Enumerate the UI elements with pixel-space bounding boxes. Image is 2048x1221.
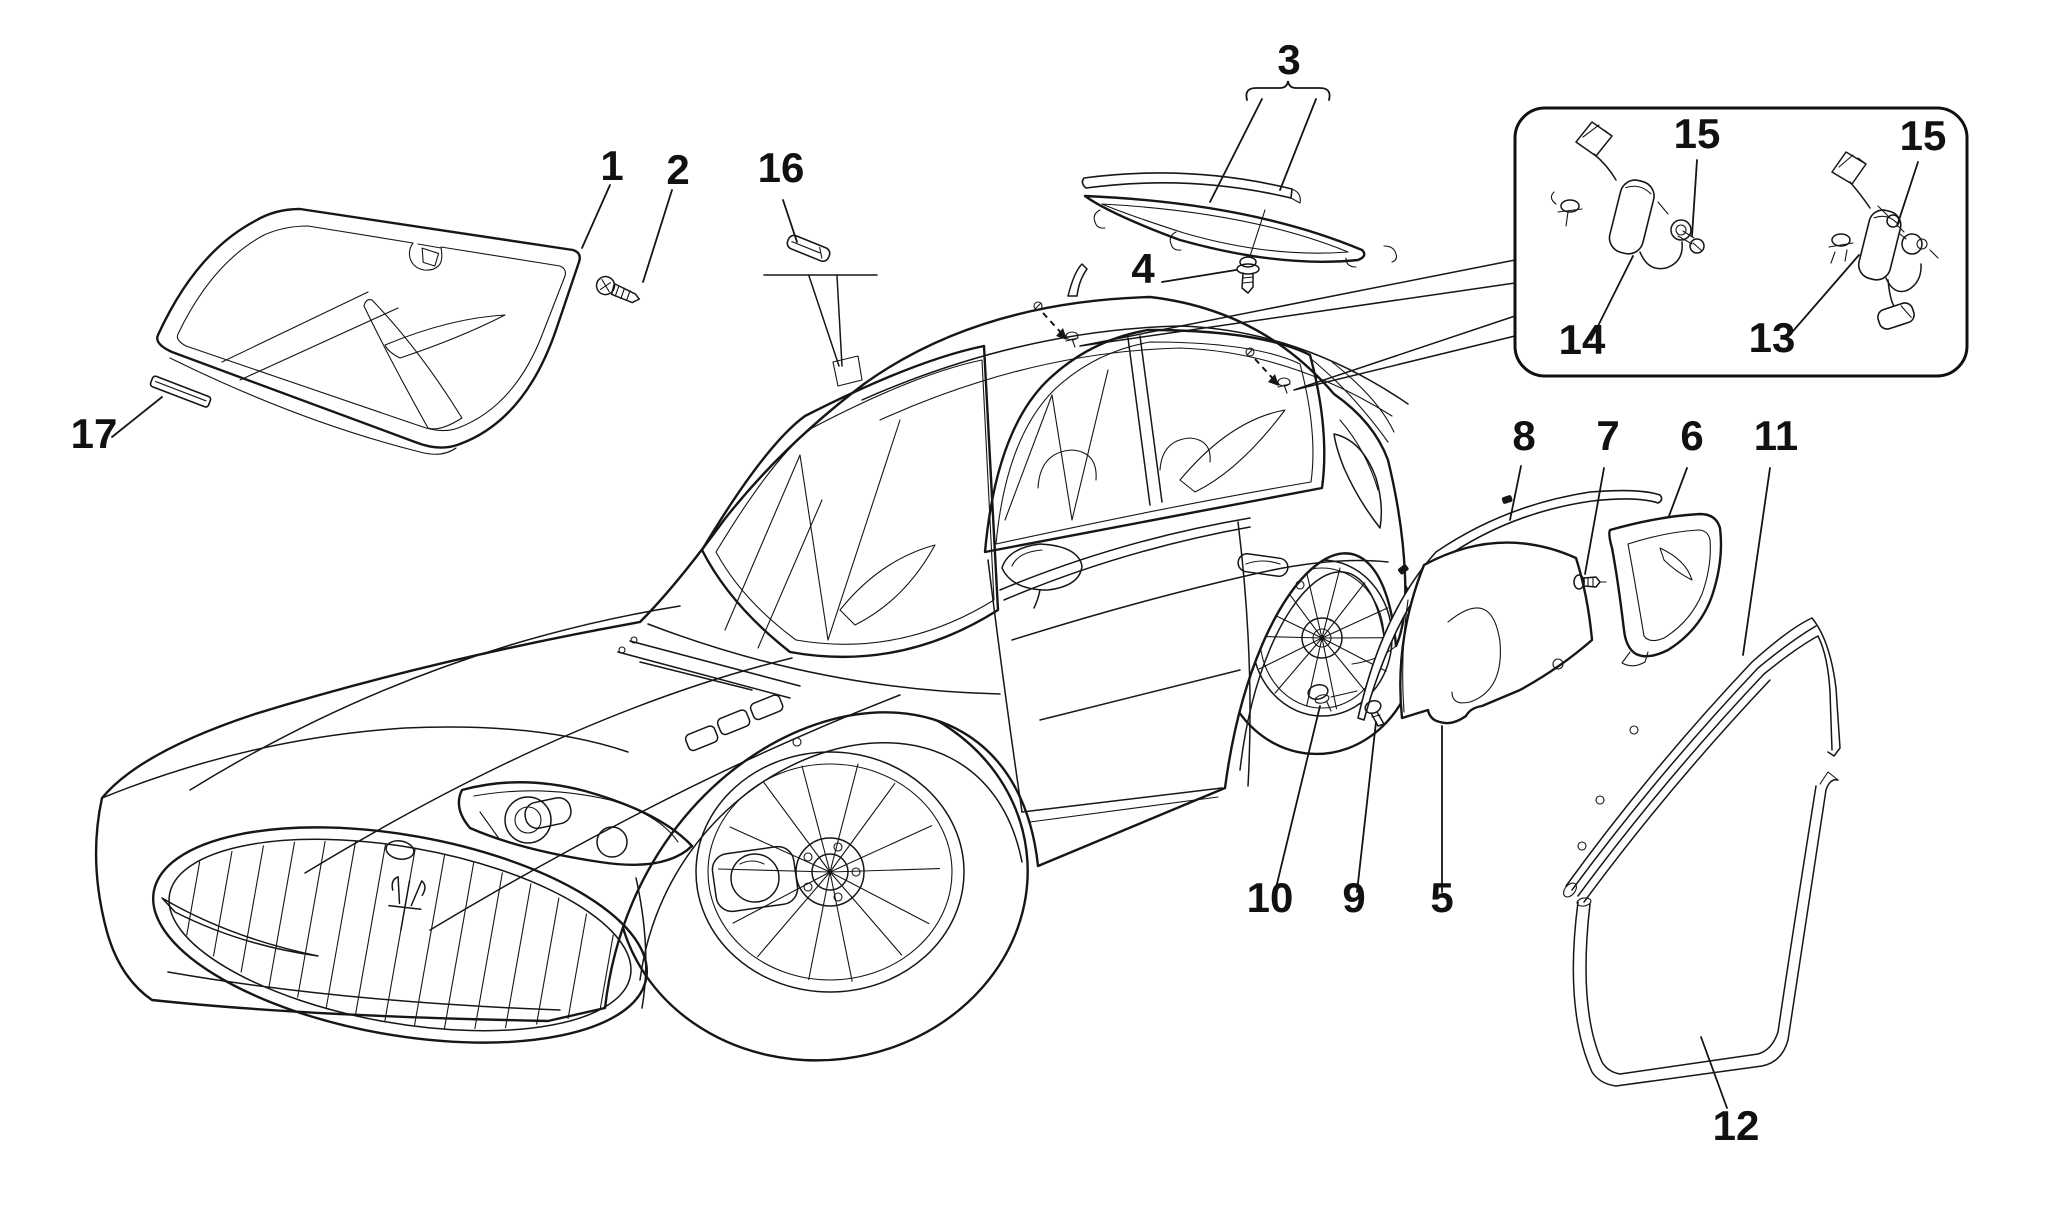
callout-17: 17: [71, 410, 118, 457]
callout-14: 14: [1559, 316, 1606, 363]
callout-3: 3: [1277, 36, 1300, 83]
roof-antenna: [1067, 263, 1088, 297]
trident-emblem: [388, 876, 426, 931]
car-body-outline: [94, 295, 1407, 1023]
fender-vents: [684, 694, 802, 752]
screw-15-right: [1877, 205, 1907, 240]
car-illustration: [94, 263, 1420, 1062]
callout-9: 9: [1342, 874, 1365, 921]
screw-9: [1364, 699, 1385, 727]
antenna-clip-arrows: [1033, 259, 1516, 394]
callout-6: 6: [1680, 412, 1703, 459]
door-lines: [987, 517, 1389, 823]
car-windshield: [617, 344, 1000, 699]
side-mirror: [1001, 543, 1083, 609]
callout-15-right: 15: [1900, 112, 1947, 159]
rear-window-screw-4: [1236, 209, 1266, 294]
rear-window-moulding: [1081, 172, 1301, 204]
door-handle: [1237, 553, 1305, 590]
windshield-glass-part: [156, 207, 581, 455]
mirror-cover-part-16: [763, 234, 878, 367]
callout-labels: 1 2 17 16 3 4 8 7 6 11 10 9 5 12 13 14 1…: [71, 36, 1947, 1149]
detail-box: [1513, 106, 1969, 378]
maserati-badge: [385, 840, 415, 860]
harness-14: [1550, 121, 1705, 270]
callout-15-left: 15: [1674, 110, 1721, 157]
callout-16: 16: [758, 144, 805, 191]
callout-2: 2: [666, 146, 689, 193]
quarter-glass-6: [1608, 512, 1723, 667]
windshield-reflections: [221, 291, 506, 430]
callout-1: 1: [600, 142, 623, 189]
clip-10: [1307, 684, 1358, 712]
callout-7: 7: [1596, 412, 1619, 459]
callout-leaders: [111, 80, 1919, 1109]
windshield-lower-strip-17: [149, 375, 212, 408]
fog-lamp: [711, 845, 799, 913]
grille: [151, 826, 649, 1044]
callout-10: 10: [1247, 874, 1294, 921]
door-seal-12: [1572, 771, 1839, 1087]
side-marker: [524, 796, 572, 830]
callout-5: 5: [1430, 874, 1453, 921]
harness-13: [1828, 151, 1939, 330]
callout-4: 4: [1131, 245, 1155, 292]
rear-window-glass: [1083, 194, 1398, 268]
door-glass-5: [1399, 541, 1594, 725]
callout-11: 11: [1754, 412, 1798, 459]
mirror-mount-patch: [832, 355, 863, 387]
run-channel-11: [1563, 617, 1841, 903]
callout-8: 8: [1512, 412, 1535, 459]
rear-window-assembly: [1081, 172, 1398, 294]
quarter-glass-screw-7: [1573, 574, 1607, 590]
side-windows: [983, 328, 1395, 554]
callout-13: 13: [1749, 314, 1796, 361]
windshield-screw-2: [595, 275, 641, 304]
front-wheel: [615, 690, 1029, 1062]
callout-12: 12: [1713, 1102, 1760, 1149]
wipers: [617, 636, 801, 699]
leader-wedges: [1079, 259, 1516, 391]
